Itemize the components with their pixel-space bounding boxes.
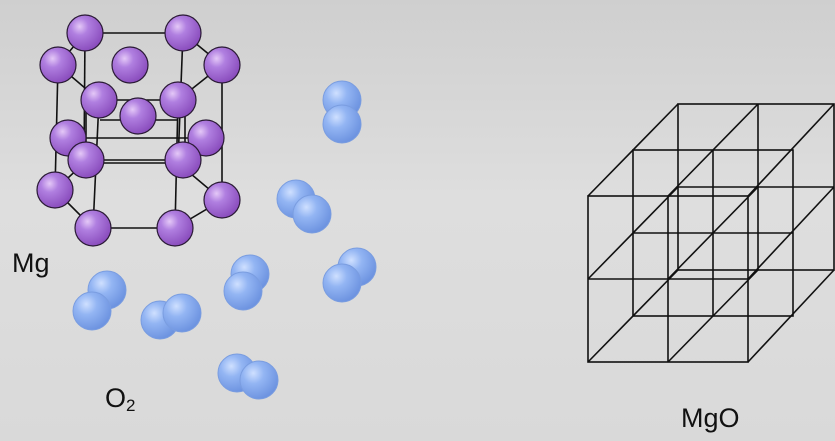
mgo-label: MgO [681,403,740,433]
mg-atom [203,181,241,219]
mg-atom [66,14,104,52]
mg-atom [80,81,118,119]
mg-atom [159,81,197,119]
o2-molecules [72,80,377,400]
o2-label-subscript: 2 [126,396,136,415]
mg-atom [111,46,149,84]
mg-atom [156,209,194,247]
o2-molecule [72,270,127,331]
mg-atom [203,46,241,84]
o2-molecule [223,254,270,311]
o2-label: O2 [105,383,136,415]
mg-atom [67,141,105,179]
mgo-lattice [587,103,835,363]
mg-label: Mg [12,248,50,278]
o2-molecule [140,293,202,340]
o2-molecule [217,353,279,400]
mg-atom [187,119,225,157]
mg-atoms [36,14,241,247]
mg-atom [164,141,202,179]
mg-atom [36,171,74,209]
mg-atom [164,14,202,52]
o2-label-main: O [105,383,127,413]
mg-atom [119,97,157,135]
o2-molecule [322,247,377,303]
o2-molecule [276,179,332,234]
o2-molecule [322,80,362,144]
mg-crystal-structure [36,14,241,247]
mg-atom [74,209,112,247]
mg-atom [39,46,77,84]
